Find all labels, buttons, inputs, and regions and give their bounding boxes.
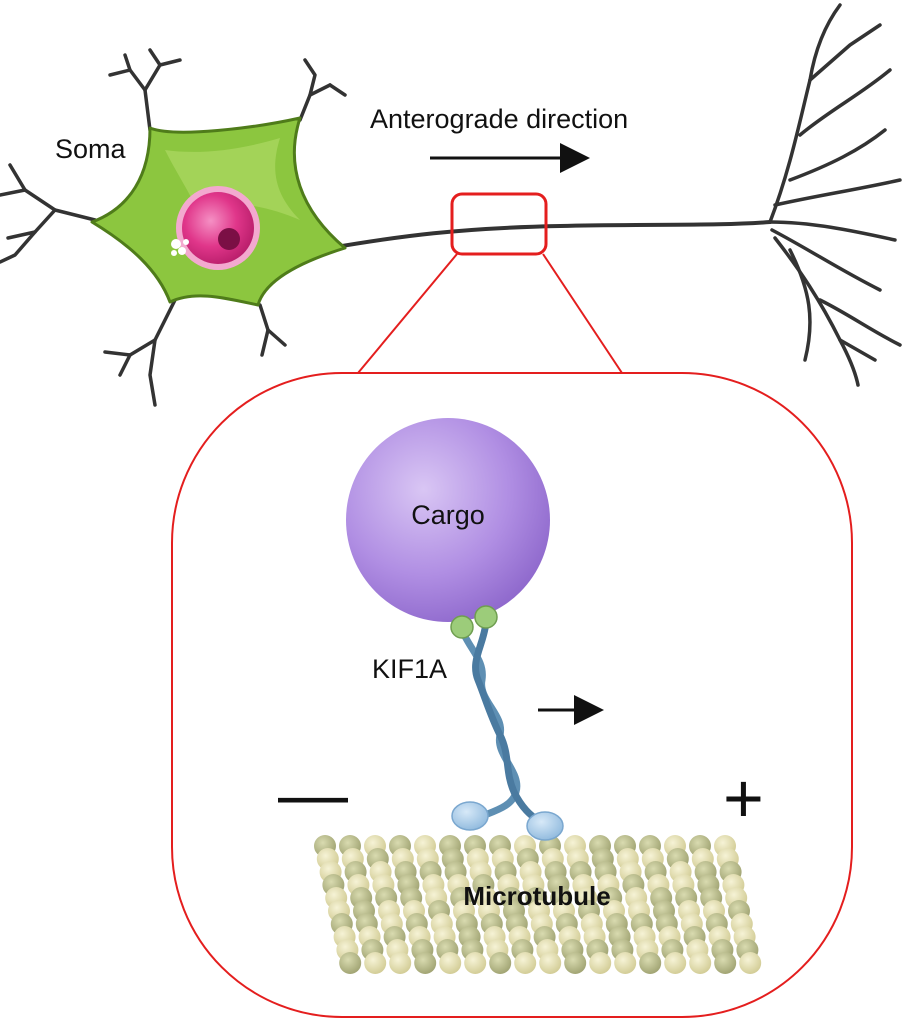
microtubule-label: Microtubule: [463, 881, 610, 911]
tubulin-subunit: [689, 952, 712, 974]
adaptor-bead-right: [474, 605, 498, 629]
tubulin-subunit: [614, 952, 637, 974]
nucleus: [171, 186, 260, 270]
motor-head-left: [451, 801, 489, 831]
microtubule: [314, 835, 762, 974]
kif1a-stalk-b: [472, 618, 544, 826]
tubulin-subunit: [339, 952, 362, 974]
zoom-line-left: [357, 253, 458, 374]
motor-head-right: [526, 811, 564, 841]
zoom-region: [450, 192, 548, 256]
tubulin-subunit: [489, 952, 512, 974]
kif1a-label: KIF1A: [372, 654, 447, 684]
tubulin-subunit: [389, 952, 412, 974]
adaptor-bead-left: [450, 615, 474, 639]
direction-label: Anterograde direction: [370, 104, 628, 134]
plus-end-label: +: [723, 759, 764, 837]
tubulin-subunit: [564, 952, 587, 974]
tubulin-subunit: [639, 952, 662, 974]
tubulin-subunit: [439, 952, 462, 974]
tubulin-subunit: [739, 952, 762, 974]
tubulin-subunit: [414, 952, 437, 974]
axon-terminal: [768, 3, 902, 387]
minus-end-label: —: [278, 755, 348, 833]
tubulin-subunit: [714, 952, 737, 974]
axon: [328, 220, 772, 250]
tubulin-subunit: [539, 952, 562, 974]
cargo: [346, 418, 550, 622]
soma-dendrites: [0, 48, 347, 407]
tubulin-subunit: [364, 952, 387, 974]
tubulin-subunit: [664, 952, 687, 974]
tubulin-subunit: [589, 952, 612, 974]
kif1a-motor: [451, 618, 564, 841]
zoom-line-right: [542, 253, 623, 374]
tubulin-subunit: [464, 952, 487, 974]
cargo-label: Cargo: [411, 500, 485, 530]
soma-label: Soma: [55, 134, 127, 164]
tubulin-subunit: [514, 952, 537, 974]
